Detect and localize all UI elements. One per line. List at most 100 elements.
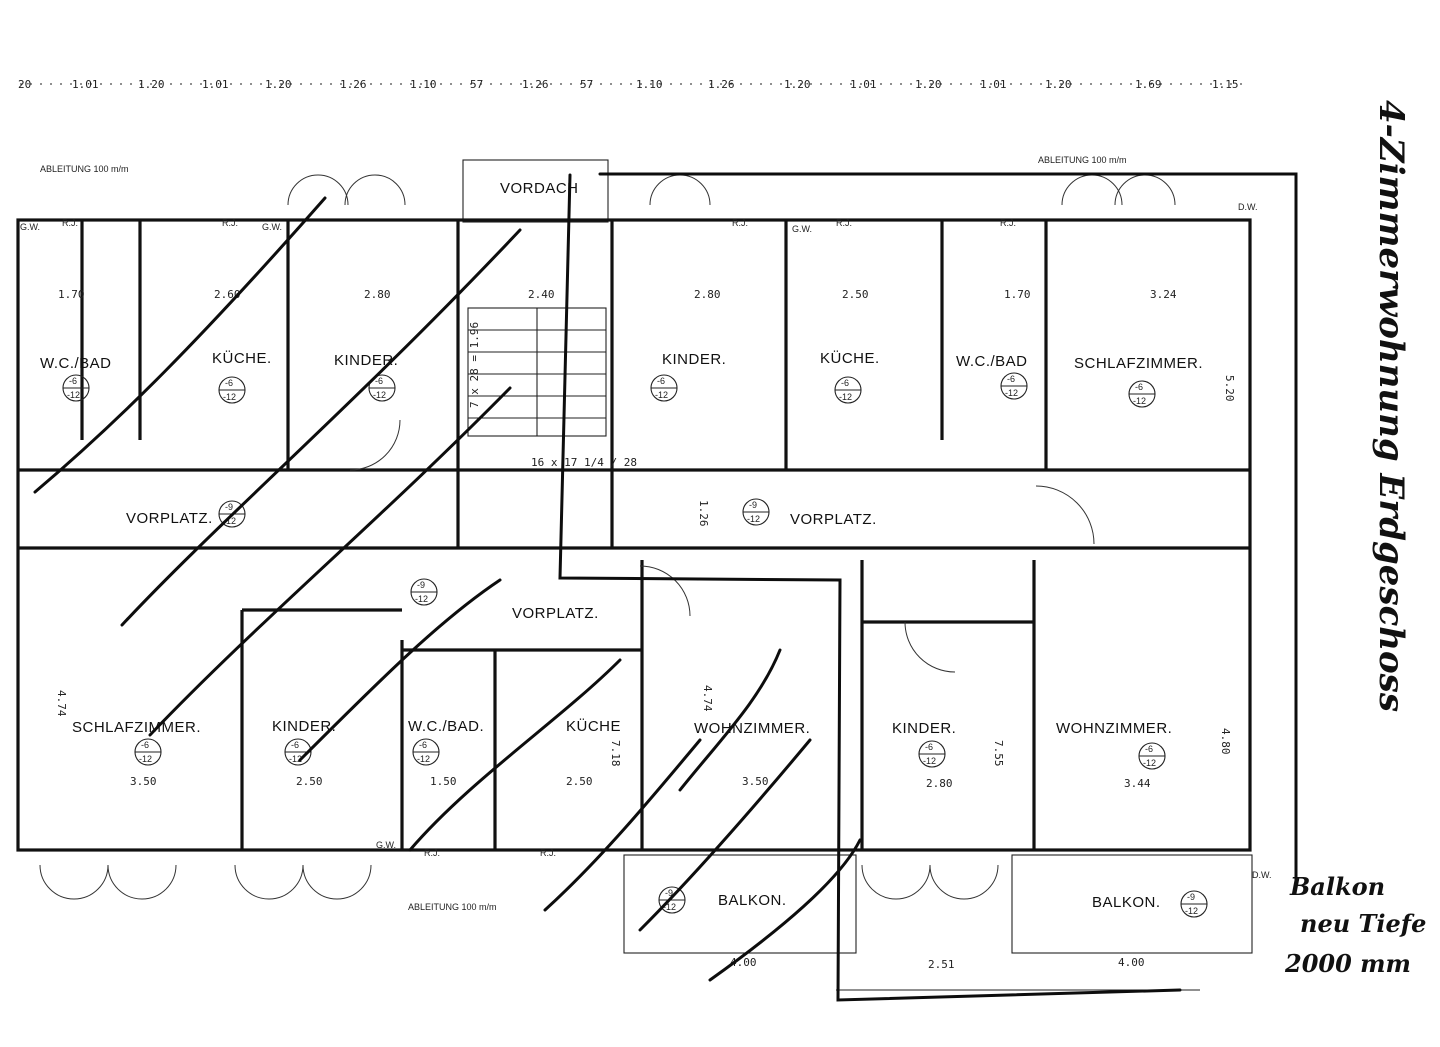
handwritten-note-2: neu Tiefe — [1300, 909, 1426, 938]
code-top: -6 — [1135, 382, 1143, 392]
dim-wohn-bottom-center: 3.50 — [742, 775, 769, 788]
code-top: -6 — [69, 376, 77, 386]
code-top: -6 — [841, 378, 849, 388]
dim-kinder-bottom-right: 2.80 — [926, 777, 953, 790]
dim-stair-steps-b: 16 x 17 1/4 / 28 — [531, 456, 637, 469]
small-labels: R.J. R.J. G.W. G.W. R.J. G.W. R.J. R.J. … — [20, 202, 1272, 880]
room-vorplatz-center: VORPLATZ. — [512, 605, 599, 622]
code-bottom: -12 — [1133, 396, 1146, 406]
code-top: -9 — [1187, 892, 1195, 902]
room-wc-bad-top-left: W.C./BAD — [40, 355, 112, 372]
code-bottom: -12 — [289, 754, 302, 764]
top-dim-1: 20 — [18, 78, 31, 91]
top-dim-14: 1.01 — [850, 78, 877, 91]
code-marker-5: -6-12 — [834, 376, 862, 404]
top-dim-19: 1.15 — [1212, 78, 1239, 91]
code-marker-11: -6-12 — [134, 738, 162, 766]
dim-wc-top-right: 1.70 — [1004, 288, 1031, 301]
code-top: -9 — [749, 500, 757, 510]
dim-kinder-top-left: 2.80 — [364, 288, 391, 301]
code-bottom: -12 — [747, 514, 760, 524]
code-top: -6 — [1145, 744, 1153, 754]
code-marker-2: -6-12 — [218, 376, 246, 404]
code-bottom: -12 — [67, 390, 80, 400]
dim-wc-bottom-center: 1.50 — [430, 775, 457, 788]
code-marker-9: -9-12 — [742, 498, 770, 526]
code-marker-16: -9-12 — [658, 886, 686, 914]
handwritten-title: 4-Zimmerwohnung Erdgeschoss — [1371, 100, 1411, 712]
top-dim-7: 1.10 — [410, 78, 437, 91]
code-bottom: -12 — [223, 392, 236, 402]
label-rj-3: R.J. — [732, 218, 748, 228]
code-marker-10: -9-12 — [410, 578, 438, 606]
code-bottom: -12 — [415, 594, 428, 604]
top-dim-11: 1.10 — [636, 78, 663, 91]
room-wc-bad-top-right: W.C./BAD — [956, 353, 1028, 370]
top-dim-10: 57 — [580, 78, 593, 91]
room-schlafzimmer-bottom-left: SCHLAFZIMMER. — [72, 719, 201, 736]
top-dim-8: 57 — [470, 78, 483, 91]
room-labels: W.C./BAD KÜCHE. KINDER. KINDER. KÜCHE. W… — [40, 349, 1203, 911]
code-bottom: -12 — [139, 754, 152, 764]
vordach-label: VORDACH — [500, 180, 579, 197]
top-dim-13: 1.20 — [784, 78, 811, 91]
code-bottom: -12 — [923, 756, 936, 766]
label-rj-5: R.J. — [1000, 218, 1016, 228]
code-marker-15: -6-12 — [1138, 742, 1166, 770]
dim-balkon-middle: 2.51 — [928, 958, 955, 971]
code-bottom: -12 — [1185, 906, 1198, 916]
dim-stair-steps-a: 7 x 28 = 1.96 — [468, 322, 481, 408]
code-top: -6 — [375, 376, 383, 386]
room-balkon-left: BALKON. — [718, 892, 787, 909]
top-dimension-chain: 20 1.01 1.20 1.01 1.20 1.26 1.10 57 1.26… — [18, 78, 1250, 91]
code-bottom: -12 — [1143, 758, 1156, 768]
label-rj-4: R.J. — [836, 218, 852, 228]
dim-height-schlaf: 4.74 — [55, 690, 68, 717]
code-top: -6 — [141, 740, 149, 750]
dim-height-schlaf-right: 5.20 — [1223, 375, 1236, 402]
label-gw-1: G.W. — [262, 222, 282, 232]
top-dim-6: 1.26 — [340, 78, 367, 91]
room-kinder-top-left: KINDER. — [334, 352, 398, 369]
dim-schlaf-bottom-left: 3.50 — [130, 775, 157, 788]
label-dw-1: D.W. — [1238, 202, 1258, 212]
dim-kinder-top-center: 2.80 — [694, 288, 721, 301]
dim-kinder-bottom-left: 2.50 — [296, 775, 323, 788]
room-vorplatz-left: VORPLATZ. — [126, 510, 213, 527]
room-wohnzimmer-bottom-right: WOHNZIMMER. — [1056, 720, 1172, 737]
code-top: -6 — [291, 740, 299, 750]
code-marker-17: -9-12 — [1180, 890, 1208, 918]
code-top: -6 — [925, 742, 933, 752]
handwritten-note-3: 2000 mm — [1284, 949, 1411, 978]
room-kueche-top-right: KÜCHE. — [820, 349, 880, 367]
code-top: -9 — [417, 580, 425, 590]
label-rj-2: R.J. — [222, 218, 238, 228]
ableitung-top-left: ABLEITUNG 100 m/m — [40, 164, 129, 174]
label-rj-1: R.J. — [62, 218, 78, 228]
room-vorplatz-right: VORPLATZ. — [790, 511, 877, 528]
code-marker-4: -6-12 — [650, 374, 678, 402]
room-kinder-top-center: KINDER. — [662, 351, 726, 368]
room-balkon-right: BALKON. — [1092, 894, 1161, 911]
code-bottom: -12 — [1005, 388, 1018, 398]
room-kueche-top-left: KÜCHE. — [212, 349, 272, 367]
code-top: -9 — [225, 502, 233, 512]
code-marker-14: -6-12 — [918, 740, 946, 768]
top-dim-5: 1.20 — [265, 78, 292, 91]
code-bottom: -12 — [373, 390, 386, 400]
room-schlafzimmer-top-right: SCHLAFZIMMER. — [1074, 355, 1203, 372]
code-top: -6 — [419, 740, 427, 750]
dim-vorplatz-width: 1.26 — [697, 500, 710, 527]
code-marker-3: -6-12 — [368, 374, 396, 402]
room-kinder-bottom-left: KINDER. — [272, 718, 336, 735]
building-walls — [16, 218, 1252, 852]
dim-height-wohn-right: 4.80 — [1219, 728, 1232, 755]
top-dim-2: 1.01 — [72, 78, 99, 91]
dim-height-kinder-right: 7.55 — [992, 740, 1005, 767]
door-swings — [39, 174, 1176, 900]
top-dim-3: 1.20 — [138, 78, 165, 91]
dim-stair: 2.40 — [528, 288, 555, 301]
code-bottom: -12 — [655, 390, 668, 400]
dim-height-wohn-center: 4.74 — [701, 685, 714, 712]
